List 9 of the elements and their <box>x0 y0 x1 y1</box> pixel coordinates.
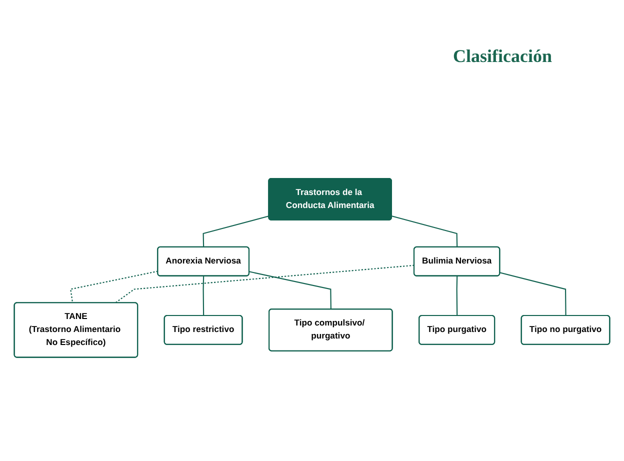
connector <box>249 270 332 310</box>
connector <box>500 272 566 316</box>
connector <box>202 276 204 316</box>
connector <box>456 276 458 316</box>
connector <box>70 270 158 303</box>
connector <box>392 215 458 247</box>
slide-title: Clasificación <box>453 46 552 67</box>
connector <box>202 215 269 247</box>
connector <box>115 264 414 304</box>
